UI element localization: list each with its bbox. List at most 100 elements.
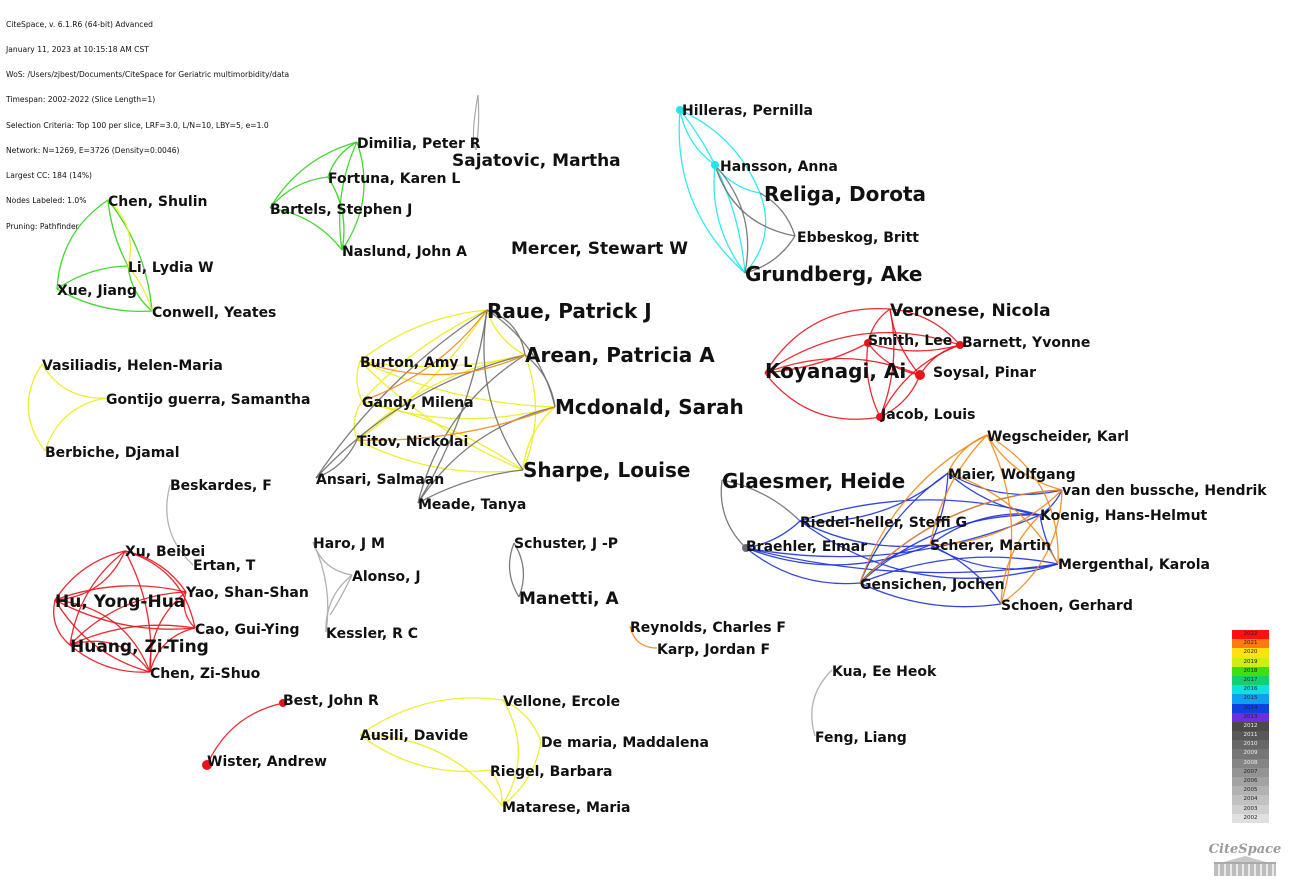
author-node-wister[interactable] bbox=[202, 760, 212, 770]
author-label-schoen[interactable]: Schoen, Gerhard bbox=[1001, 598, 1133, 614]
author-label-wegscheider[interactable]: Wegscheider, Karl bbox=[987, 429, 1129, 445]
author-label-vellone[interactable]: Vellone, Ercole bbox=[503, 694, 620, 710]
author-label-meade[interactable]: Meade, Tanya bbox=[418, 497, 526, 513]
author-label-hansson[interactable]: Hansson, Anna bbox=[720, 159, 838, 175]
coauthor-edge bbox=[799, 520, 1059, 579]
author-label-barnett[interactable]: Barnett, Yvonne bbox=[962, 335, 1090, 351]
author-label-veronese[interactable]: Veronese, Nicola bbox=[890, 301, 1051, 321]
author-label-demaria[interactable]: De maria, Maddalena bbox=[541, 735, 709, 751]
legend-year-2006: 2006 bbox=[1232, 777, 1269, 787]
coauthor-edge bbox=[54, 599, 151, 673]
author-node-soysal[interactable] bbox=[915, 370, 925, 380]
author-label-soysal[interactable]: Soysal, Pinar bbox=[933, 365, 1036, 381]
coauthor-edge bbox=[714, 164, 749, 274]
coauthor-edge bbox=[359, 354, 526, 368]
author-node-hansson[interactable] bbox=[711, 161, 719, 169]
author-label-yao[interactable]: Yao, Shan-Shan bbox=[185, 585, 309, 601]
coauthor-edge bbox=[359, 734, 491, 773]
author-label-gontijo[interactable]: Gontijo guerra, Samantha bbox=[106, 392, 310, 408]
header-line: Nodes Labeled: 1.0% bbox=[6, 196, 87, 206]
author-label-vandenbussche[interactable]: van den bussche, Hendrik bbox=[1062, 483, 1267, 499]
author-label-religa[interactable]: Religa, Dorota bbox=[764, 182, 926, 206]
author-label-sharpe[interactable]: Sharpe, Louise bbox=[523, 458, 691, 482]
author-label-hilleras[interactable]: Hilleras, Pernilla bbox=[682, 103, 813, 119]
coauthor-edge bbox=[359, 734, 503, 807]
author-label-riedel[interactable]: Riedel-heller, Steffi G bbox=[800, 515, 967, 531]
author-node-smith[interactable] bbox=[864, 339, 872, 347]
author-label-chen_zishuo[interactable]: Chen, Zi-Shuo bbox=[150, 666, 261, 682]
author-label-best[interactable]: Best, John R bbox=[283, 693, 379, 709]
author-node-jacob[interactable] bbox=[876, 413, 884, 421]
author-label-koenig[interactable]: Koenig, Hans-Helmut bbox=[1040, 508, 1208, 524]
author-label-sajatovic[interactable]: Sajatovic, Martha bbox=[452, 151, 621, 171]
author-label-feng[interactable]: Feng, Liang bbox=[815, 730, 907, 746]
author-label-cao[interactable]: Cao, Gui-Ying bbox=[195, 622, 299, 638]
coauthor-edge bbox=[107, 199, 132, 267]
author-node-best[interactable] bbox=[279, 699, 287, 707]
author-label-raue[interactable]: Raue, Patrick J bbox=[487, 299, 652, 323]
author-label-mergenthal[interactable]: Mergenthal, Karola bbox=[1058, 557, 1210, 573]
coauthor-edge bbox=[149, 591, 187, 673]
author-label-manetti[interactable]: Manetti, A bbox=[519, 589, 619, 609]
author-label-schuster[interactable]: Schuster, J -P bbox=[514, 536, 618, 552]
author-label-ertan[interactable]: Ertan, T bbox=[193, 558, 256, 574]
author-label-kua[interactable]: Kua, Ee Heok bbox=[832, 664, 937, 680]
author-node-barnett[interactable] bbox=[956, 341, 964, 349]
author-label-karp[interactable]: Karp, Jordan F bbox=[657, 642, 770, 658]
author-label-ansari[interactable]: Ansari, Salmaan bbox=[316, 472, 444, 488]
author-label-hu[interactable]: Hu, Yong-Hua bbox=[55, 592, 185, 612]
author-label-gandy[interactable]: Gandy, Milena bbox=[362, 395, 474, 411]
author-label-ausili[interactable]: Ausili, Davide bbox=[360, 728, 468, 744]
author-label-ebbeskog[interactable]: Ebbeskog, Britt bbox=[797, 230, 919, 246]
author-label-conwell[interactable]: Conwell, Yeates bbox=[152, 305, 276, 321]
legend-year-2011: 2011 bbox=[1232, 731, 1269, 741]
coauthor-edge bbox=[149, 627, 196, 673]
author-label-beskardes[interactable]: Beskardes, F bbox=[170, 478, 272, 494]
author-label-wister[interactable]: Wister, Andrew bbox=[207, 754, 327, 770]
coauthor-edge bbox=[56, 288, 153, 313]
legend-year-2019: 2019 bbox=[1232, 657, 1269, 667]
author-label-burton[interactable]: Burton, Amy L bbox=[360, 355, 472, 371]
author-label-vasiliadis[interactable]: Vasiliadis, Helen-Maria bbox=[42, 358, 223, 374]
author-label-jacob[interactable]: Jacob, Louis bbox=[880, 407, 975, 423]
author-label-fortuna[interactable]: Fortuna, Karen L bbox=[328, 171, 460, 187]
author-label-haro[interactable]: Haro, J M bbox=[313, 536, 385, 552]
author-label-smith[interactable]: Smith, Lee bbox=[868, 333, 952, 349]
author-label-li_lydia[interactable]: Li, Lydia W bbox=[128, 260, 214, 276]
author-label-mcdonald[interactable]: Mcdonald, Sarah bbox=[555, 395, 744, 419]
coauthor-edge bbox=[811, 669, 833, 737]
author-label-alonso[interactable]: Alonso, J bbox=[352, 569, 421, 585]
coauthor-edge bbox=[759, 192, 796, 237]
author-label-reynolds[interactable]: Reynolds, Charles F bbox=[630, 620, 786, 636]
coauthor-edge bbox=[629, 625, 658, 649]
author-label-riegel[interactable]: Riegel, Barbara bbox=[490, 764, 612, 780]
author-label-scherer[interactable]: Scherer, Martin bbox=[930, 538, 1051, 554]
coauthor-edge bbox=[508, 542, 520, 598]
author-label-matarese[interactable]: Matarese, Maria bbox=[502, 800, 630, 816]
author-label-gensichen[interactable]: Gensichen, Jochen bbox=[860, 577, 1005, 593]
coauthor-edge bbox=[359, 354, 526, 376]
author-label-chen_shulin[interactable]: Chen, Shulin bbox=[108, 194, 207, 210]
author-label-dimilia[interactable]: Dimilia, Peter R bbox=[357, 136, 481, 152]
author-label-xue[interactable]: Xue, Jiang bbox=[57, 283, 137, 299]
author-label-titov[interactable]: Titov, Nickolai bbox=[357, 434, 468, 450]
author-label-xu_beibei[interactable]: Xu, Beibei bbox=[125, 544, 205, 560]
author-node-hilleras[interactable] bbox=[676, 106, 684, 114]
coauthor-edge bbox=[745, 514, 1041, 558]
author-label-kessler[interactable]: Kessler, R C bbox=[326, 626, 418, 642]
author-label-maier[interactable]: Maier, Wolfgang bbox=[948, 467, 1076, 483]
author-label-huang[interactable]: Huang, Zi-Ting bbox=[70, 637, 209, 657]
author-node-braehler[interactable] bbox=[742, 544, 750, 552]
author-label-arean[interactable]: Arean, Patricia A bbox=[525, 343, 715, 367]
author-label-naslund[interactable]: Naslund, John A bbox=[342, 244, 467, 260]
author-label-grundberg[interactable]: Grundberg, Ake bbox=[745, 262, 923, 286]
coauthor-edge bbox=[986, 434, 1013, 605]
author-label-berbiche[interactable]: Berbiche, Djamal bbox=[45, 445, 180, 461]
author-label-braehler[interactable]: Braehler, Elmar bbox=[746, 539, 867, 555]
author-label-glaesmer[interactable]: Glaesmer, Heide bbox=[722, 469, 905, 493]
author-label-koyanagi[interactable]: Koyanagi, Ai bbox=[765, 359, 906, 383]
author-label-mercer[interactable]: Mercer, Stewart W bbox=[511, 239, 688, 259]
author-label-bartels[interactable]: Bartels, Stephen J bbox=[270, 202, 412, 218]
